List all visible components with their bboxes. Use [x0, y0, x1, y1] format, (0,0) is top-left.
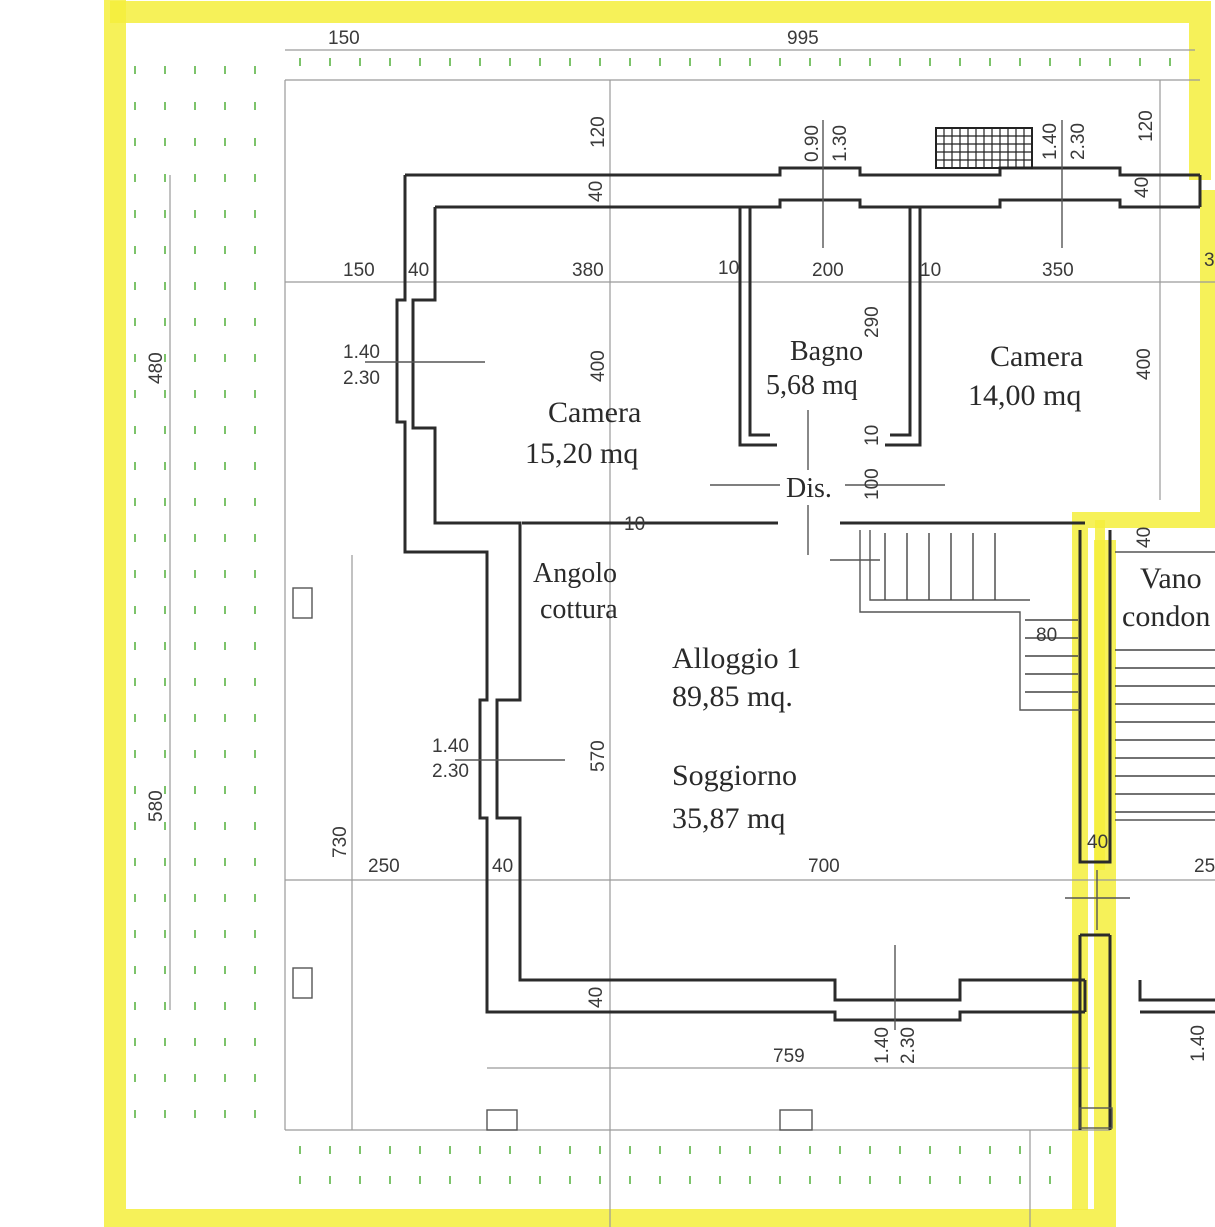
bagno-area: 5,68 mq — [766, 370, 858, 401]
dim-win-140-top: 1.40 — [1040, 123, 1061, 160]
dimension-labels: 150 995 150 40 380 10 200 10 350 3 1.40 … — [328, 28, 1215, 1067]
dim-v-40-e: 40 — [586, 987, 607, 1008]
soggiorno-name: Soggiorno — [672, 759, 797, 792]
dim-row-350: 350 — [1042, 260, 1074, 281]
dim-v-100: 100 — [862, 468, 883, 500]
dim-top-995: 995 — [787, 28, 819, 49]
dim-row-10-b: 10 — [920, 260, 941, 281]
dim-win-230-top: 2.30 — [1068, 123, 1089, 160]
dim-v-730: 730 — [330, 826, 351, 858]
dim-win-090: 0.90 — [802, 125, 823, 162]
dim-win-130: 1.30 — [830, 125, 851, 162]
pillars — [292, 587, 1113, 1131]
dim-win-140-mid: 1.40 — [432, 736, 469, 757]
dim-left-480: 480 — [146, 352, 167, 384]
dim-v-40-d: 40 — [1087, 832, 1108, 853]
angolo-cottura-line2: cottura — [540, 594, 618, 625]
camera-2-name: Camera — [990, 340, 1083, 373]
dim-win-140-left: 1.40 — [343, 342, 380, 363]
dim-row2-40: 40 — [492, 856, 513, 877]
angolo-cottura-line1: Angolo — [533, 558, 617, 589]
dim-v-570: 570 — [588, 740, 609, 772]
dim-row-10-a: 10 — [718, 258, 739, 279]
dim-top-150: 150 — [328, 28, 360, 49]
dim-v-40-a: 40 — [586, 181, 607, 202]
dim-bot-759: 759 — [773, 1046, 805, 1067]
dim-row-3: 3 — [1204, 250, 1215, 271]
dim-v-10-c: 10 — [862, 425, 883, 446]
opening-markers — [365, 120, 1130, 1030]
dim-v-120-a: 120 — [588, 116, 609, 148]
dim-row2-25: 25 — [1194, 856, 1215, 877]
dim-row-200: 200 — [812, 260, 844, 281]
dim-h-80: 80 — [1036, 625, 1057, 646]
dimension-labels-vertical: 120 120 0.90 1.30 1.40 2.30 40 40 480 40… — [146, 110, 1209, 1064]
alloggio-name: Alloggio 1 — [672, 642, 801, 675]
camera-1-area: 15,20 mq — [525, 437, 638, 470]
dim-v-40-c: 40 — [1134, 527, 1155, 548]
room-labels: Camera 15,20 mq Bagno 5,68 mq Camera 14,… — [525, 336, 1210, 835]
dim-row-40: 40 — [408, 260, 429, 281]
dim-row2-250: 250 — [368, 856, 400, 877]
dim-v-400-b: 400 — [1134, 348, 1155, 380]
dim-row-150: 150 — [343, 260, 375, 281]
alloggio-area: 89,85 mq. — [672, 680, 793, 713]
vano-line1: Vano — [1140, 562, 1202, 595]
vano-line2: condon — [1122, 600, 1210, 633]
dim-v-120-b: 120 — [1136, 110, 1157, 142]
dim-row2-700: 700 — [808, 856, 840, 877]
dim-left-580: 580 — [146, 790, 167, 822]
dim-win-230-left: 2.30 — [343, 368, 380, 389]
dim-v-400-a: 400 — [588, 350, 609, 382]
soggiorno-area: 35,87 mq — [672, 802, 785, 835]
dim-win-140-bot: 1.40 — [872, 1027, 893, 1064]
dim-win-140-br: 1.40 — [1188, 1025, 1209, 1062]
disimpegno-label: Dis. — [786, 473, 832, 504]
garden-grass-pattern — [134, 58, 1171, 1184]
grate-icon — [935, 127, 1033, 169]
dim-row-380: 380 — [572, 260, 604, 281]
dim-v-290: 290 — [862, 306, 883, 338]
walls — [395, 166, 1215, 1130]
construction-lines — [169, 49, 1215, 1227]
dim-win-230-bot: 2.30 — [898, 1027, 919, 1064]
dim-h-10-d: 10 — [624, 514, 645, 535]
dim-v-40-b: 40 — [1132, 177, 1153, 198]
dim-win-230-mid: 2.30 — [432, 761, 469, 782]
camera-2-area: 14,00 mq — [968, 379, 1081, 412]
highlight-border — [104, 0, 1215, 1227]
staircase — [859, 530, 1215, 821]
camera-1-name: Camera — [548, 396, 641, 429]
bagno-name: Bagno — [790, 336, 863, 367]
